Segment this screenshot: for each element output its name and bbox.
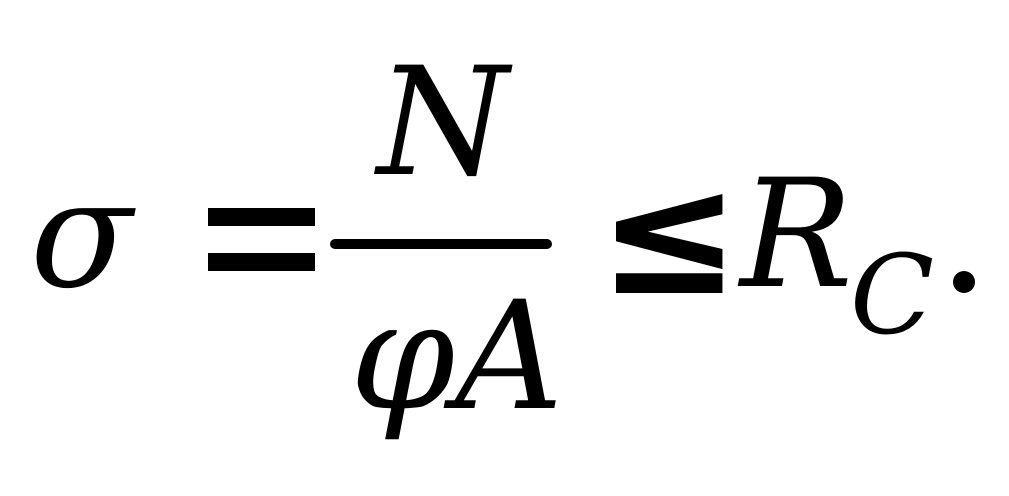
resistance-symbol: R bbox=[740, 148, 853, 322]
fraction-numerator: N bbox=[377, 36, 509, 210]
resistance-subscript: C bbox=[850, 231, 935, 359]
fraction-denominator: φA bbox=[350, 270, 564, 444]
equals-bottom-bar bbox=[208, 253, 315, 271]
fraction-bar bbox=[330, 239, 552, 249]
ending-period bbox=[953, 271, 975, 293]
equals-top-bar bbox=[208, 208, 315, 226]
sigma-symbol: σ bbox=[30, 148, 133, 322]
less-than-or-equal-sign: ≤ bbox=[598, 136, 741, 334]
